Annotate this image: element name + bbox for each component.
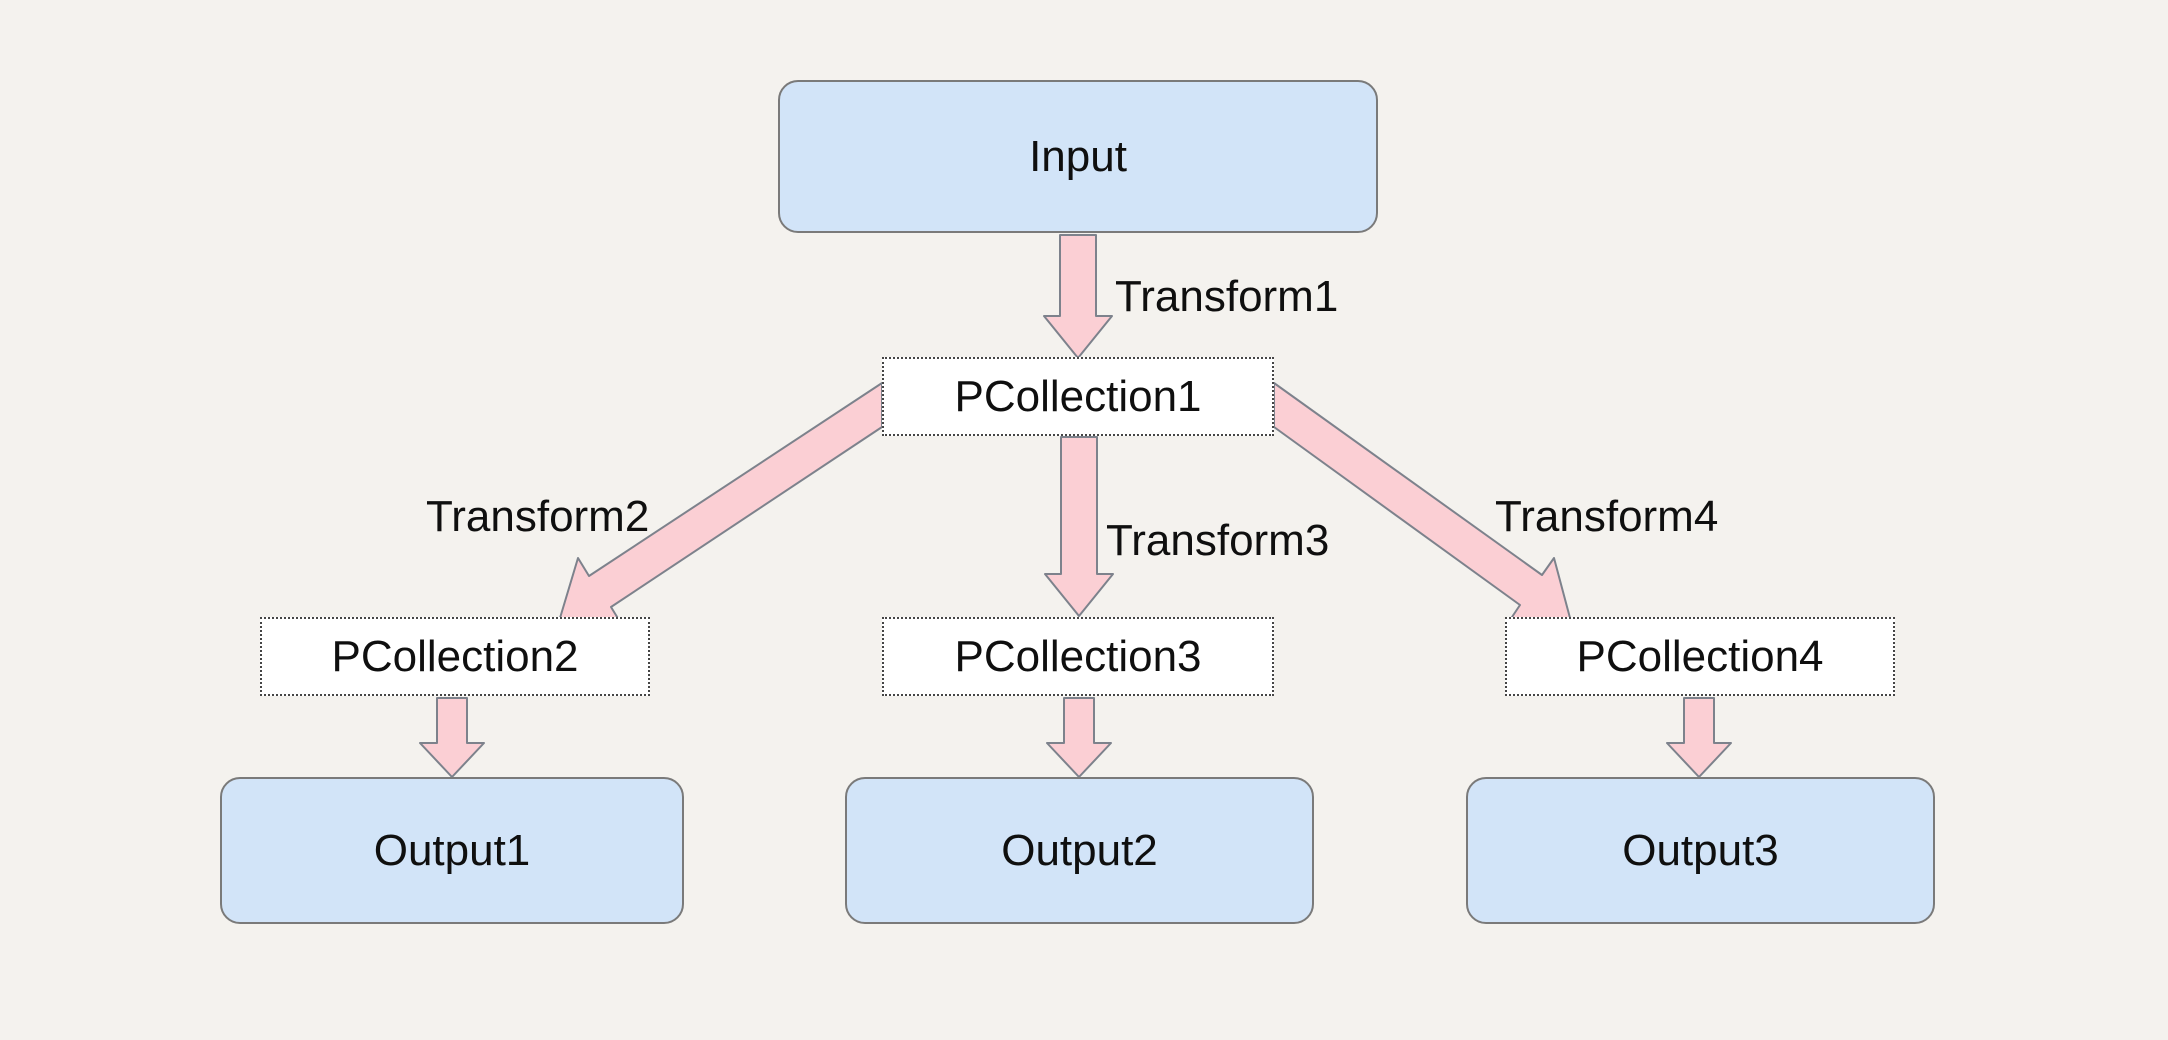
node-pcollection4[interactable]: PCollection4 (1505, 617, 1895, 696)
node-input[interactable]: Input (778, 80, 1378, 233)
node-output2[interactable]: Output2 (845, 777, 1314, 924)
arrow-transform1-icon (1043, 234, 1113, 359)
node-pcollection1[interactable]: PCollection1 (882, 357, 1274, 436)
edge-label-transform1: Transform1 (1115, 272, 1339, 321)
arrow-transform3-icon (1044, 436, 1114, 617)
node-pcollection3[interactable]: PCollection3 (882, 617, 1274, 696)
edge-label-transform2: Transform2 (426, 492, 650, 541)
edge-label-transform3: Transform3 (1106, 516, 1330, 565)
node-pcollection2[interactable]: PCollection2 (260, 617, 650, 696)
arrow-pcollection2-output1-icon (419, 697, 485, 778)
edge-label-transform4: Transform4 (1495, 492, 1719, 541)
arrow-pcollection4-output3-icon (1666, 697, 1732, 778)
node-output1[interactable]: Output1 (220, 777, 684, 924)
arrow-pcollection3-output2-icon (1046, 697, 1112, 778)
node-output3[interactable]: Output3 (1466, 777, 1935, 924)
